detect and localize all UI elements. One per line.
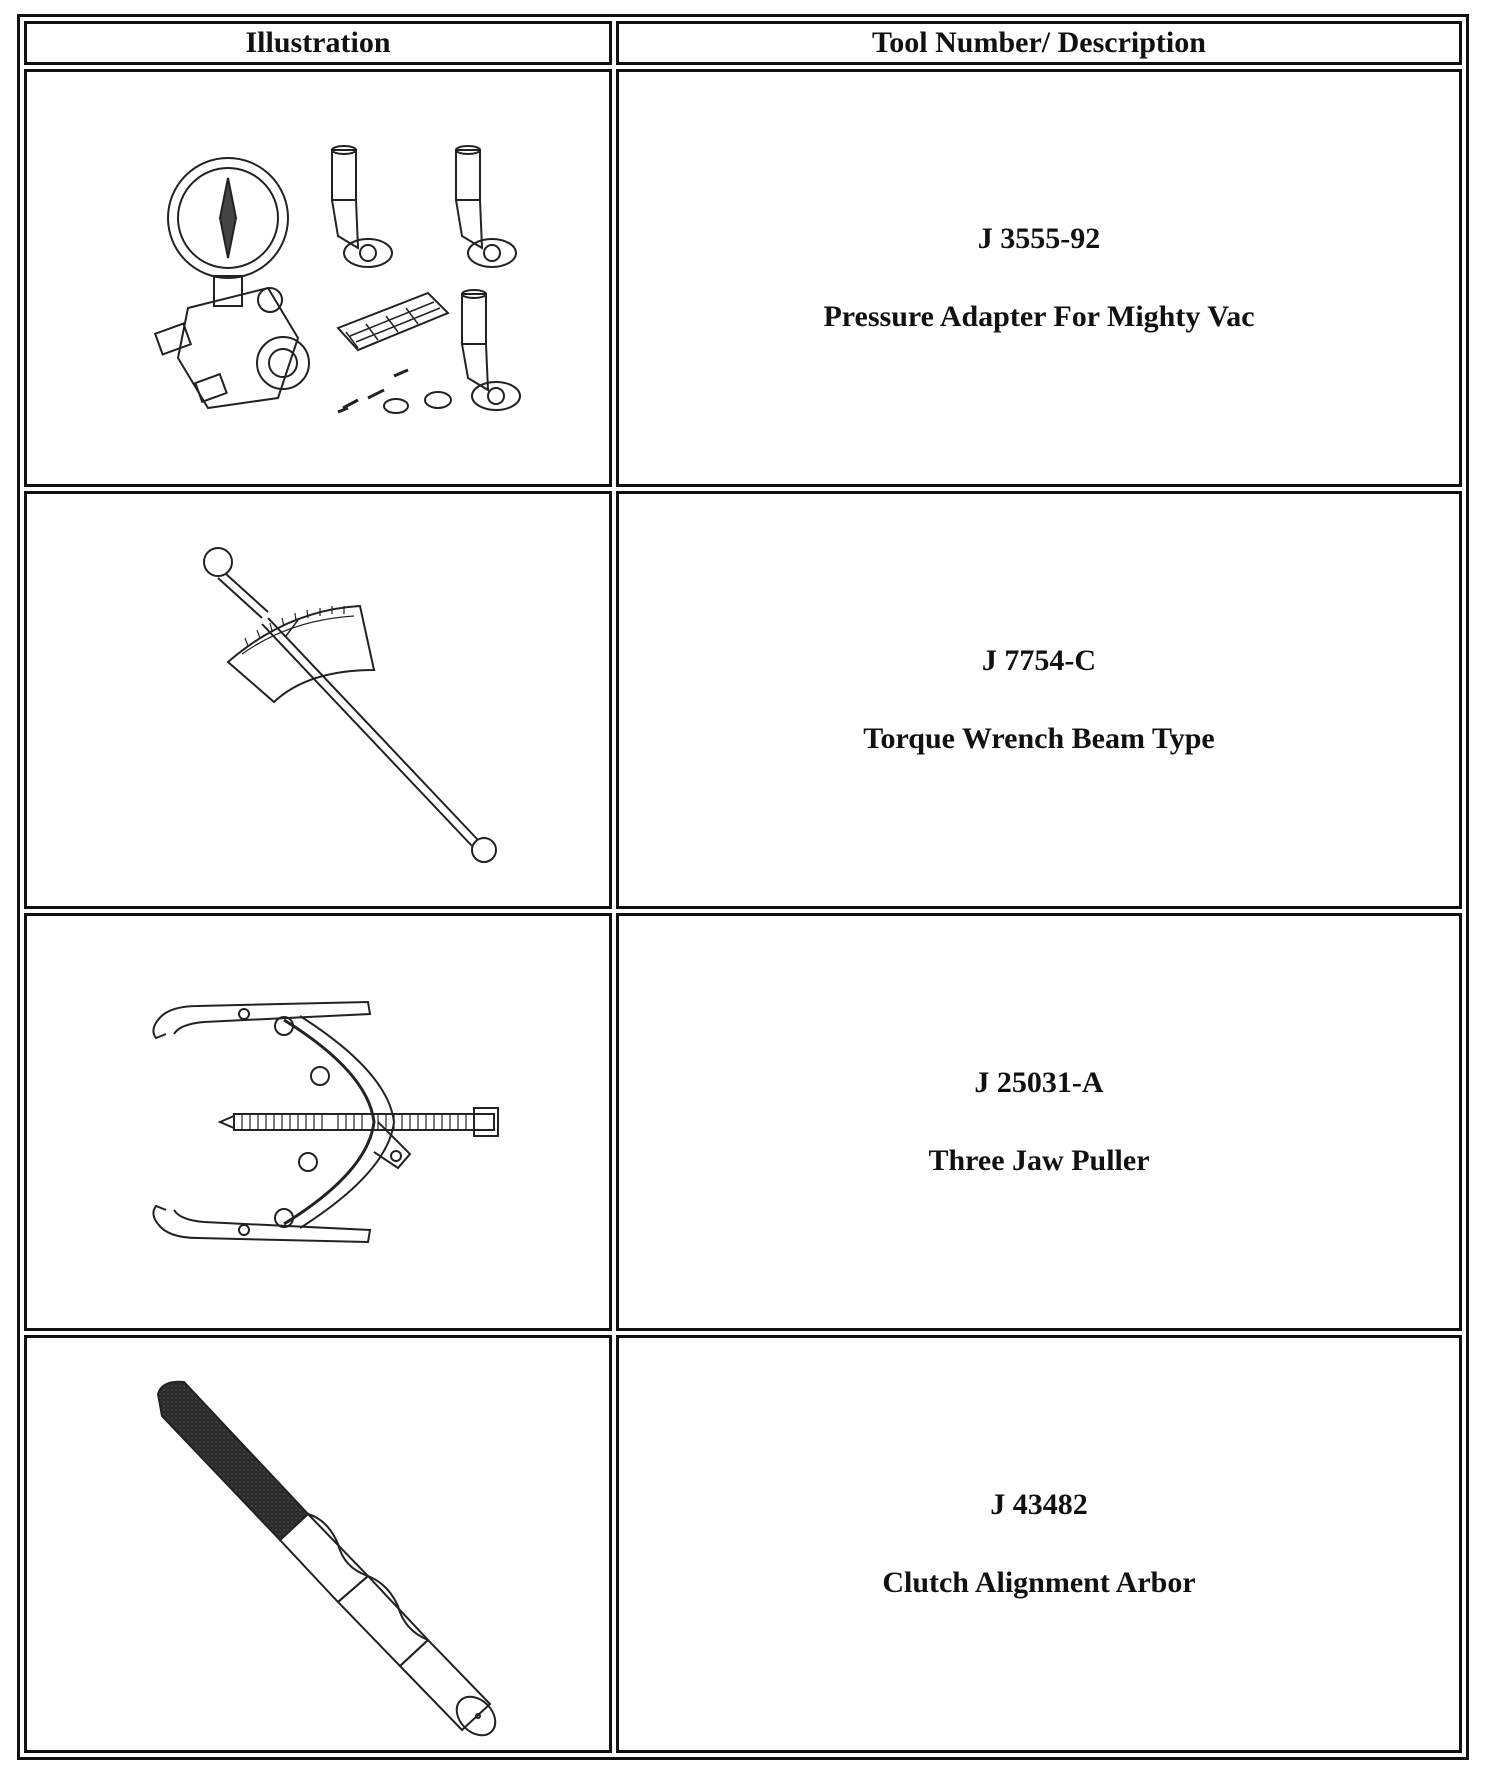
tool-description-cell: J 25031-A Three Jaw Puller xyxy=(616,913,1462,1331)
tool-description: Pressure Adapter For Mighty Vac xyxy=(823,300,1255,333)
illustration-cell xyxy=(24,491,612,909)
tool-description-cell: J 7754-C Torque Wrench Beam Type xyxy=(616,491,1462,909)
illustration-cell xyxy=(24,913,612,1331)
special-tools-table: Illustration Tool Number/ Description xyxy=(17,14,1469,1760)
illustration-column-header: Illustration xyxy=(24,21,612,65)
illustration-cell xyxy=(24,1335,612,1753)
three-jaw-puller-icon xyxy=(152,1000,499,1244)
tool-description: Three Jaw Puller xyxy=(928,1144,1150,1177)
table-row: J 43482 Clutch Alignment Arbor xyxy=(24,1335,1462,1753)
tool-number: J 3555-92 xyxy=(977,222,1101,255)
tool-description: Clutch Alignment Arbor xyxy=(882,1566,1196,1599)
tool-number: J 25031-A xyxy=(974,1066,1104,1099)
table-header-row: Illustration Tool Number/ Description xyxy=(24,21,1462,65)
clutch-alignment-arbor-icon xyxy=(156,1380,497,1737)
tool-description-cell: J 43482 Clutch Alignment Arbor xyxy=(616,1335,1462,1753)
table-row: J 3555-92 Pressure Adapter For Mighty Va… xyxy=(24,69,1462,487)
pressure-adapter-kit-icon xyxy=(153,145,521,414)
tool-description: Torque Wrench Beam Type xyxy=(863,722,1215,755)
tool-description-cell: J 3555-92 Pressure Adapter For Mighty Va… xyxy=(616,69,1462,487)
tool-description-column-header: Tool Number/ Description xyxy=(616,21,1462,65)
beam-torque-wrench-icon xyxy=(203,547,497,863)
table-row: J 25031-A Three Jaw Puller xyxy=(24,913,1462,1331)
tool-number: J 7754-C xyxy=(981,644,1097,677)
tool-number: J 43482 xyxy=(990,1488,1088,1521)
illustration-cell xyxy=(24,69,612,487)
table-row: J 7754-C Torque Wrench Beam Type xyxy=(24,491,1462,909)
